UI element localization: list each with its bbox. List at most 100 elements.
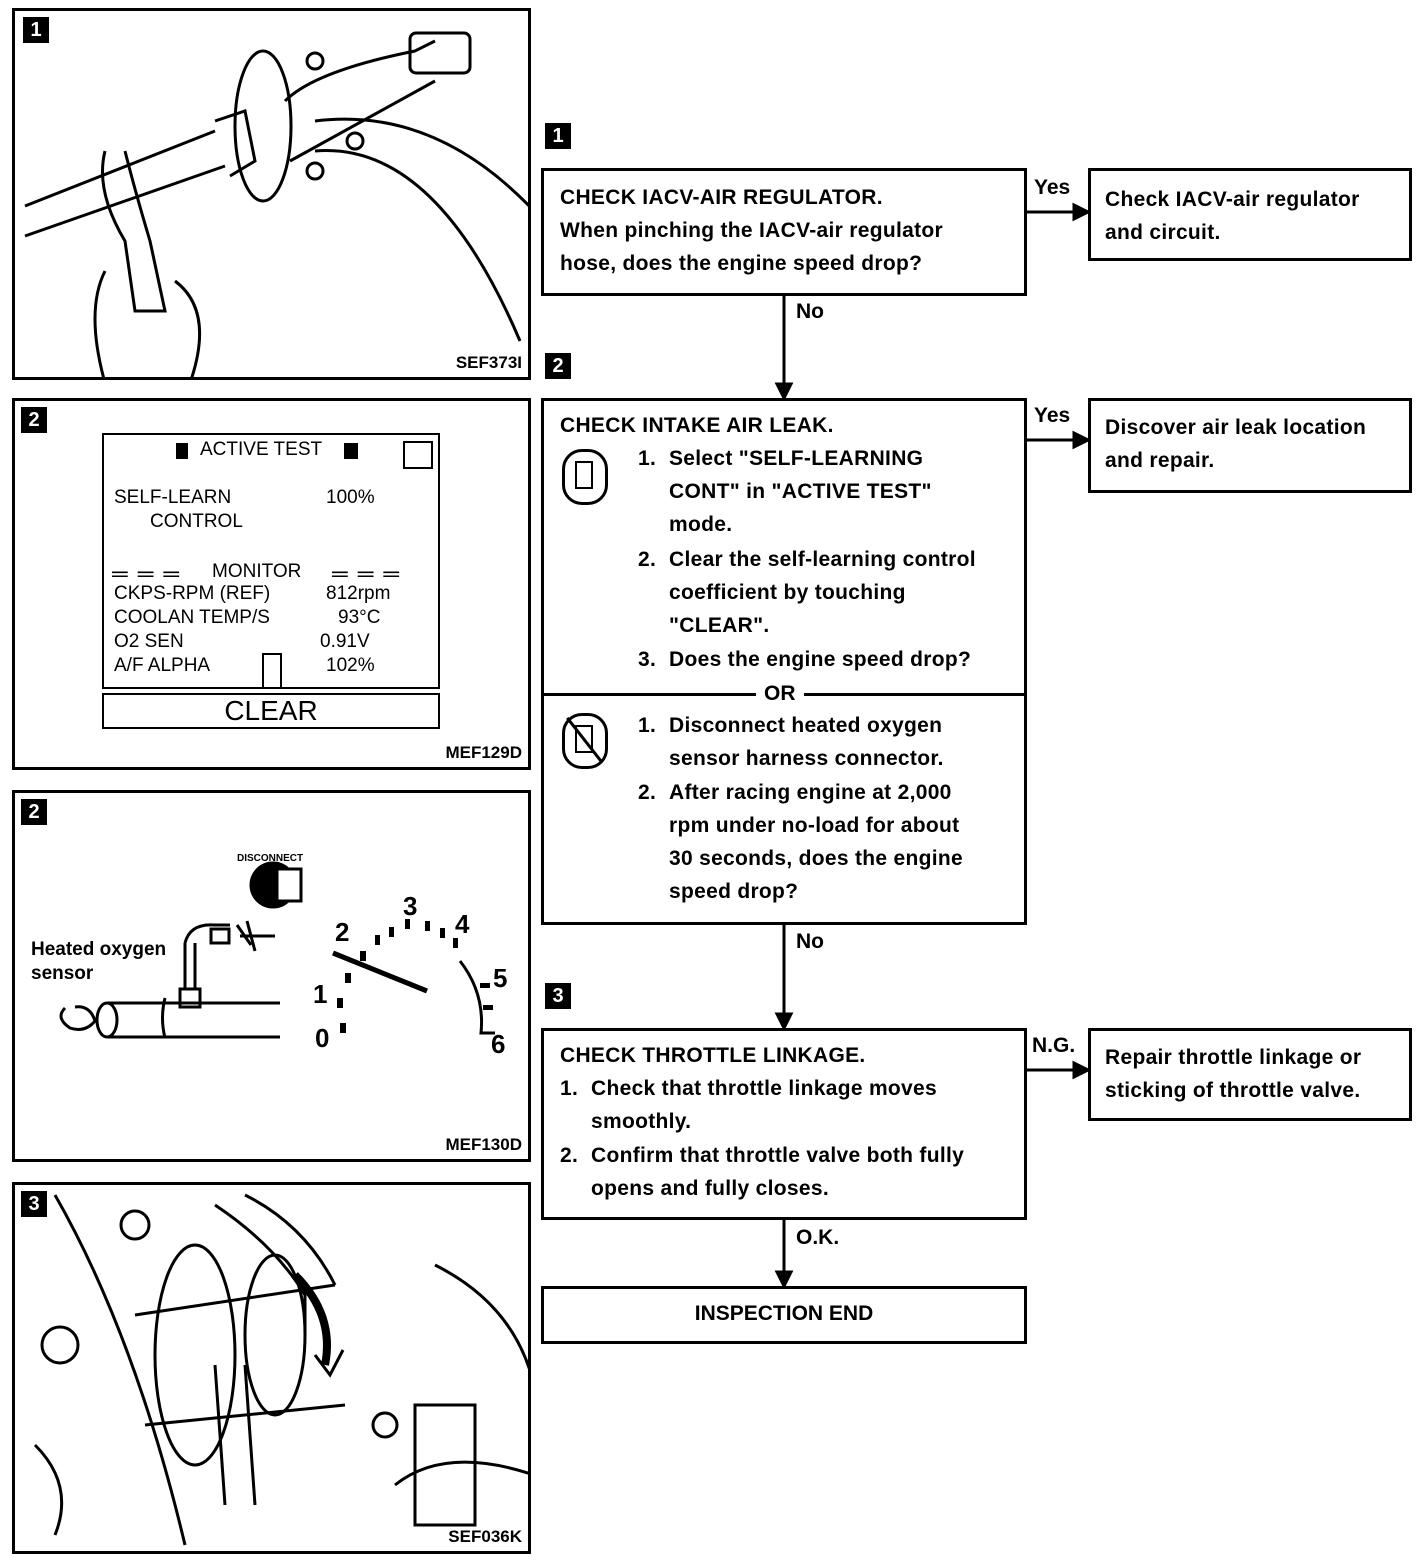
step2-b-line: After racing engine at 2,000: [669, 781, 952, 804]
step2-no-label: No: [796, 930, 824, 953]
step2-result-box: Discover air leak location and repair.: [1088, 398, 1412, 493]
step2-a-line: Does the engine speed drop?: [669, 648, 972, 671]
gauge-mark: 6: [491, 1029, 506, 1059]
gauge-mark: 3: [403, 891, 418, 921]
title-marker-icon: [176, 443, 188, 459]
illustration-pinch-hose: 1 SEF373I: [12, 8, 531, 380]
self-learn-value: 100%: [326, 487, 375, 508]
figure-code: MEF130D: [445, 1135, 522, 1154]
figure-code: SEF036K: [448, 1527, 522, 1546]
sensor-label: Heated oxygen: [31, 939, 167, 960]
step2-b-line: Disconnect heated oxygen: [669, 714, 943, 737]
clear-button[interactable]: CLEAR: [102, 693, 440, 729]
step1-no-label: No: [796, 300, 824, 323]
step-badge: 3: [21, 1191, 47, 1217]
no-consult-icon: [562, 713, 608, 769]
step2-a-num: 2.: [638, 548, 657, 571]
monitor-row-label: COOLAN TEMP/S: [114, 607, 270, 628]
self-learn-label-2: CONTROL: [150, 511, 243, 532]
step3-line: opens and fully closes.: [591, 1177, 829, 1200]
step2-yes-label: Yes: [1034, 404, 1071, 427]
step2-box: CHECK INTAKE AIR LEAK. 1. Select "SELF-L…: [541, 398, 1027, 925]
step2-title: CHECK INTAKE AIR LEAK.: [560, 414, 834, 437]
figure-code: SEF373I: [455, 353, 522, 372]
step2-a-line: "CLEAR".: [669, 614, 770, 637]
gauge-mark: 5: [493, 963, 508, 993]
step3-num: 2.: [560, 1144, 579, 1167]
step2-b-line: 30 seconds, does the engine: [669, 847, 964, 870]
gauge-mark: 0: [315, 1023, 330, 1053]
step2-result-line: and repair.: [1105, 449, 1215, 472]
self-learn-label: SELF-LEARN: [114, 487, 232, 508]
finger-touch-icon: [262, 653, 282, 689]
step-badge: 2: [21, 799, 47, 825]
illustration-consult-screen: 2 ACTIVE TEST SELF-LEARN CONTROL 100% ═ …: [12, 398, 531, 770]
illustration-oxygen-sensor: 2 DISCONNECT Heated oxygen sensor 0 1: [12, 790, 531, 1162]
monitor-row-value: 102%: [326, 655, 375, 676]
step1-box: CHECK IACV-AIR REGULATOR. When pinching …: [541, 168, 1027, 296]
screen-checkbox[interactable]: [403, 441, 433, 469]
screen-title: ACTIVE TEST: [200, 439, 323, 460]
step2-b-line: sensor harness connector.: [669, 747, 944, 770]
gauge-mark: 1: [313, 979, 328, 1009]
illustration-throttle-linkage: 3 SEF036K: [12, 1182, 531, 1554]
step3-line: Check that throttle linkage moves: [591, 1077, 937, 1100]
disconnect-label: DISCONNECT: [237, 853, 304, 864]
gauge-mark: 2: [335, 917, 350, 947]
step1-result-line: and circuit.: [1105, 221, 1221, 244]
step2-a-num: 3.: [638, 648, 657, 671]
step2-a-line: CONT" in "ACTIVE TEST": [669, 480, 932, 503]
step2-a-num: 1.: [638, 447, 657, 470]
monitor-row-label: O2 SEN: [114, 631, 184, 652]
step1-question-line: hose, does the engine speed drop?: [560, 252, 923, 275]
step1-result-line: Check IACV-air regulator: [1105, 188, 1360, 211]
step2-b-line: rpm under no-load for about: [669, 814, 960, 837]
monitor-row-value: 0.91V: [320, 631, 370, 652]
step3-result-box: Repair throttle linkage or sticking of t…: [1088, 1028, 1412, 1121]
step2-a-line: mode.: [669, 513, 733, 536]
step-number-badge: 1: [545, 123, 571, 149]
step1-yes-label: Yes: [1034, 176, 1071, 199]
step2-a-line: Select "SELF-LEARNING: [669, 447, 924, 470]
step3-result-line: sticking of throttle valve.: [1105, 1079, 1361, 1102]
consult-tool-icon: [562, 449, 608, 505]
pliers-hose-drawing: [24, 31, 528, 377]
step1-question-line: When pinching the IACV-air regulator: [560, 219, 943, 242]
sensor-and-tachometer-drawing: [59, 861, 495, 1039]
step2-b-line: speed drop?: [669, 880, 799, 903]
monitor-divider: ═ ═ ═ MONITOR ═ ═ ═: [112, 561, 401, 586]
step1-result-box: Check IACV-air regulator and circuit.: [1088, 168, 1412, 261]
inspection-end-box: INSPECTION END: [541, 1286, 1027, 1344]
or-label-wrap: OR: [756, 679, 804, 709]
clear-button-label: CLEAR: [224, 695, 318, 726]
monitor-label: MONITOR: [212, 561, 302, 582]
step2-result-line: Discover air leak location: [1105, 416, 1367, 439]
step-number-badge: 3: [545, 983, 571, 1009]
monitor-row-value: 812rpm: [326, 583, 391, 604]
step3-line: smoothly.: [591, 1110, 692, 1133]
step-badge: 1: [23, 17, 49, 43]
monitor-row-label: CKPS-RPM (REF): [114, 583, 271, 604]
inspection-end-label: INSPECTION END: [694, 1302, 874, 1325]
or-label: OR: [764, 682, 796, 705]
monitor-row-label: A/F ALPHA: [114, 655, 211, 676]
step2-a-line: coefficient by touching: [669, 581, 906, 604]
step3-ok-label: O.K.: [796, 1226, 840, 1249]
step3-line: Confirm that throttle valve both fully: [591, 1144, 965, 1167]
step-badge: 2: [21, 407, 47, 433]
step3-ng-label: N.G.: [1032, 1034, 1076, 1057]
throttle-drawing: [33, 1193, 528, 1546]
step2-b-num: 1.: [638, 714, 657, 737]
step1-title: CHECK IACV-AIR REGULATOR.: [560, 186, 883, 209]
monitor-row-value: 93°C: [338, 607, 381, 628]
consult-display: ACTIVE TEST SELF-LEARN CONTROL 100% ═ ═ …: [102, 433, 440, 689]
gauge-mark: 4: [455, 909, 470, 939]
sensor-label-2: sensor: [31, 963, 94, 984]
step3-num: 1.: [560, 1077, 579, 1100]
step2-b-num: 2.: [638, 781, 657, 804]
step3-box: CHECK THROTTLE LINKAGE. 1. Check that th…: [541, 1028, 1027, 1220]
figure-code: MEF129D: [445, 743, 522, 762]
title-marker-icon: [344, 443, 358, 459]
step3-result-line: Repair throttle linkage or: [1105, 1046, 1362, 1069]
